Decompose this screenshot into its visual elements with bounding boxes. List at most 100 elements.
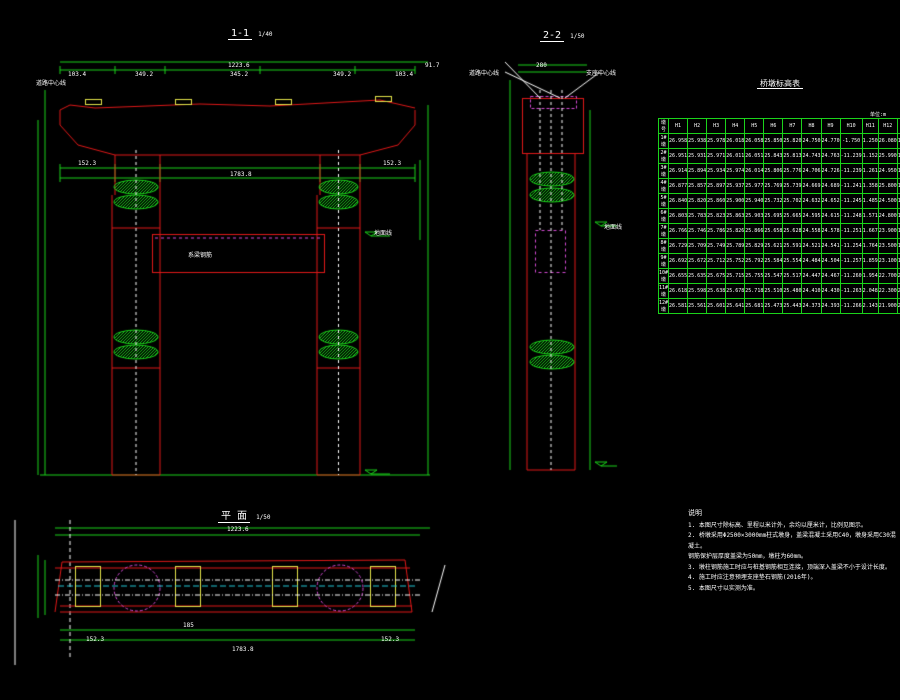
table-header-cell: H4 [725, 118, 746, 134]
table-cell: 26.692 [668, 253, 689, 269]
table-header-cell: H6 [763, 118, 784, 134]
table-cell: 24.558 [801, 223, 822, 239]
table-cell: 26.058 [744, 133, 765, 149]
table-cell: 25.800 [877, 178, 898, 194]
table-cell: 24.393 [820, 298, 841, 314]
table-cell: 25.628 [782, 223, 803, 239]
table-cell: 25.783 [687, 208, 708, 224]
table-cell: 25.480 [782, 283, 803, 299]
table-cell: 1.358 [861, 178, 879, 194]
table-cell: 26.877 [668, 178, 689, 194]
dim-seg-4: 349.2 [333, 71, 352, 78]
table-cell: 25.752 [725, 253, 746, 269]
table-cell: 25.829 [744, 238, 765, 254]
table-cell: 25.641 [725, 298, 746, 314]
elev-label-2: 地面线 [604, 224, 623, 231]
table-cell: 25.903 [744, 208, 765, 224]
table-cell: 1.261 [861, 163, 879, 179]
note-item: 2. 桥墩采用Φ2500×3000mm柱式墩身，盖梁混凝土采用C40，墩身采用C… [688, 532, 896, 550]
table-cell: 24.750 [801, 133, 822, 149]
table-cell: -11.239 [839, 163, 863, 179]
table-cell: 25.897 [706, 178, 727, 194]
table-cell: 26.581 [668, 298, 689, 314]
table-header-cell: H12 [877, 118, 898, 134]
table-cell: 25.739 [782, 178, 803, 194]
table-cell: -11.260 [839, 268, 863, 284]
table-cell: 25.813 [782, 148, 803, 164]
table-cell: 25.718 [744, 283, 765, 299]
table-cell: 25.789 [725, 238, 746, 254]
table-cell: 1.571 [861, 208, 879, 224]
table-cell: 25.638 [706, 283, 727, 299]
table-cell: 1.667 [861, 223, 879, 239]
section-1-title: 1-1 1/40 [228, 28, 273, 40]
elev-table-title: 桥墩标高表 [757, 78, 803, 89]
table-cell: 25.591 [782, 238, 803, 254]
elevation-table: 墩号H1H2H3H4H5H6H7H8H9H10H11H12hL 1#墩26.95… [657, 118, 900, 314]
table-cell: 9#墩 [657, 253, 670, 269]
table-cell: 22.300 [877, 283, 898, 299]
dim-col-spacing: 1783.8 [230, 171, 252, 178]
table-cell: 26.840 [668, 193, 689, 209]
table-cell: 25.820 [782, 133, 803, 149]
table-cell: 24.770 [820, 133, 841, 149]
table-cell: 24.800 [877, 208, 898, 224]
table-cell: 25.635 [687, 268, 708, 284]
table-cell: 25.678 [725, 283, 746, 299]
table-cell: 25.857 [687, 178, 708, 194]
plan-dim-185: 185 [183, 622, 194, 629]
table-cell: 2.143 [861, 298, 879, 314]
table-cell: 2.237 [896, 298, 900, 314]
table-cell: 25.510 [763, 283, 784, 299]
table-cell: 25.598 [687, 283, 708, 299]
table-cell: 8#墩 [657, 238, 670, 254]
table-cell: 24.615 [820, 208, 841, 224]
table-cell: 25.732 [763, 193, 784, 209]
sec2-dim-top: 280 [536, 62, 547, 69]
table-cell: 25.658 [763, 223, 784, 239]
note-item: 1. 本图尺寸除标高、里程以米计外，余均以厘米计，比例见图示。 [688, 521, 867, 529]
note-item: 5. 本图尺寸以实测为准。 [688, 584, 759, 592]
table-cell: 25.621 [763, 238, 784, 254]
table-cell: 25.712 [706, 253, 727, 269]
plan-dim-total: 1223.6 [227, 526, 249, 533]
table-cell: 25.665 [782, 208, 803, 224]
table-cell: 1#墩 [657, 133, 670, 149]
table-cell: 1.764 [861, 238, 879, 254]
table-cell: 24.373 [801, 298, 822, 314]
table-cell: 24.669 [801, 178, 822, 194]
table-cell: 24.578 [820, 223, 841, 239]
table-cell: 25.990 [877, 148, 898, 164]
table-cell: -11.254 [839, 238, 863, 254]
note-item: 钢筋保护层厚度盖梁为50mm，墩柱为60mm。 [688, 553, 807, 560]
table-cell: 25.702 [782, 193, 803, 209]
table-cell: 25.820 [687, 193, 708, 209]
table-cell: 25.900 [725, 193, 746, 209]
dim-seg-2: 349.2 [135, 71, 154, 78]
table-cell: 23.100 [877, 253, 898, 269]
table-cell: 3#墩 [657, 163, 670, 179]
table-cell: 25.769 [763, 178, 784, 194]
table-header-cell: H3 [706, 118, 727, 134]
table-cell: 23.500 [877, 238, 898, 254]
notes-title: 说明 [688, 509, 702, 517]
table-cell: 25.978 [706, 133, 727, 149]
note-item: 4. 施工时应注意预埋支座垫石钢筋(2016年)。 [688, 574, 817, 581]
table-cell: 26.018 [725, 133, 746, 149]
table-cell: 24.706 [801, 163, 822, 179]
table-cell: 25.695 [763, 208, 784, 224]
tie-beam-label: 系梁钢筋 [188, 252, 213, 259]
table-cell: 25.547 [763, 268, 784, 284]
table-cell: 23.900 [877, 223, 898, 239]
table-cell: -11.241 [839, 178, 863, 194]
notes-list: 1. 本图尺寸除标高、里程以米计外，余均以厘米计，比例见图示。 2. 桥墩采用Φ2… [688, 521, 900, 595]
table-cell: 1.152 [861, 148, 879, 164]
dim-cap-right: 152.3 [383, 160, 402, 167]
